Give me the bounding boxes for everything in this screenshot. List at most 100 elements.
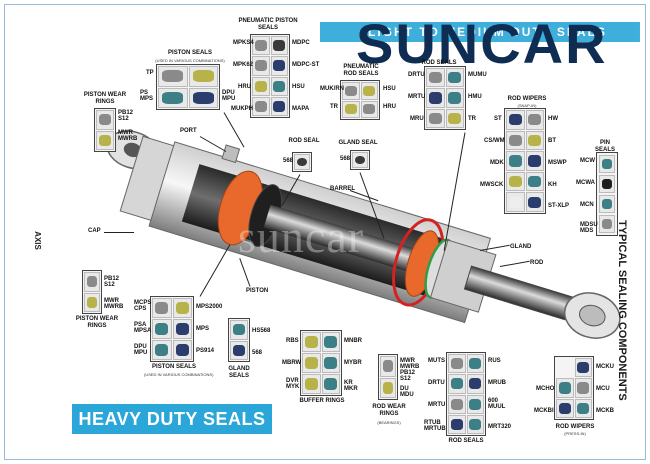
piston-seals-bottom-subtitle: (USED IN VARIOUS COMBINATIONS) xyxy=(144,372,214,377)
seal-label: MNBR xyxy=(344,338,362,344)
seal-swatch xyxy=(466,394,484,414)
seal-label: MPS xyxy=(196,326,210,332)
seal-label: MRTU xyxy=(408,94,426,100)
seal-label: DPU MPU xyxy=(134,344,148,356)
rod-wear-grid xyxy=(378,354,398,400)
seal-swatch xyxy=(506,192,525,212)
seal-label: MCKB xyxy=(596,408,614,414)
seal-label: MCKU xyxy=(596,364,614,370)
seal-swatch xyxy=(302,332,321,352)
callout-gland: GLAND xyxy=(510,244,532,250)
seal-swatch xyxy=(230,340,248,360)
seal-label: HSU xyxy=(383,86,396,92)
seal-swatch xyxy=(96,130,114,150)
seal-label: PS914 xyxy=(196,348,215,354)
seal-swatch xyxy=(270,96,288,116)
gland-seals-title: GLAND SEALS xyxy=(228,366,250,379)
seal-label: BT xyxy=(548,138,556,144)
seal-label: TP xyxy=(146,70,154,76)
rod-seals-bottom-title: ROD SEALS xyxy=(448,438,484,444)
piston-seals-top-grid xyxy=(156,64,220,110)
seal-label: RBS xyxy=(286,338,299,344)
wear-bottom-grid xyxy=(82,270,102,314)
seal-label: MCPS CPS xyxy=(134,300,152,312)
piston-seals-bottom-title: PISTON SEALS xyxy=(152,364,196,370)
seal-swatch xyxy=(506,151,525,171)
seal-label: MRUB xyxy=(488,380,506,386)
pneumatic-rod-seals-title: PNEUMATIC ROD SEALS xyxy=(343,64,379,77)
seal-swatch xyxy=(230,320,248,340)
seal-swatch xyxy=(466,354,484,374)
seal-swatch xyxy=(599,195,615,213)
callout-cap: CAP xyxy=(88,228,101,234)
seal-label: MPS2000 xyxy=(196,304,223,310)
seal-label: DU MDU xyxy=(400,386,414,398)
seal-swatch xyxy=(270,76,288,96)
axis-label: AXIS xyxy=(32,231,42,250)
seal-label: DPU MPU xyxy=(222,90,236,102)
callout-barrel: BARREL xyxy=(330,186,355,192)
seal-swatch xyxy=(506,110,525,130)
seal-swatch xyxy=(445,108,464,128)
seal-swatch xyxy=(188,66,218,87)
seal-swatch xyxy=(84,272,100,292)
seal-label: PS MPS xyxy=(140,90,154,102)
rod-seal-small-grid xyxy=(292,152,312,172)
seal-swatch xyxy=(599,215,615,233)
seal-label: MCWA xyxy=(576,180,595,186)
seal-swatch xyxy=(188,87,218,108)
seal-swatch xyxy=(252,56,270,76)
seal-label: DVR MYK xyxy=(286,378,300,390)
seal-swatch xyxy=(321,332,340,352)
seal-swatch xyxy=(352,152,368,168)
seal-swatch xyxy=(252,96,270,116)
seal-swatch xyxy=(360,82,378,100)
seal-label: TR xyxy=(468,116,476,122)
seal-swatch xyxy=(152,340,172,360)
seal-label: MWR MWRB xyxy=(118,130,138,142)
seal-swatch xyxy=(466,374,484,394)
seal-label: 568 xyxy=(252,350,263,356)
seal-label: MCW xyxy=(580,158,595,164)
piston-wear-rings-bottom-title: PISTON WEAR RINGS xyxy=(75,316,119,329)
seal-label: MDK xyxy=(490,160,504,166)
gland-seals-grid xyxy=(228,318,250,362)
seal-swatch xyxy=(525,192,544,212)
seal-swatch xyxy=(152,298,172,318)
seal-label: RUS xyxy=(488,358,501,364)
heavy-duty-banner: HEAVY DUTY SEALS xyxy=(72,404,272,434)
seal-swatch xyxy=(445,88,464,108)
seal-swatch xyxy=(342,82,360,100)
seal-label: ST-XLP xyxy=(548,203,570,209)
port-fitting xyxy=(221,144,241,164)
seal-label: MCKBI xyxy=(534,408,554,414)
seal-swatch xyxy=(172,319,192,339)
seal-swatch xyxy=(172,298,192,318)
piston-wear-rings-top-title: PISTON WEAR RINGS xyxy=(83,92,127,105)
seal-swatch xyxy=(599,175,615,193)
seal-swatch xyxy=(426,108,445,128)
watermark: suncar xyxy=(238,211,365,262)
seal-label: HSU xyxy=(292,84,305,90)
callout-port: PORT xyxy=(180,128,197,134)
seal-label: MDPC xyxy=(292,40,310,46)
pneumatic-rod-grid xyxy=(340,80,380,120)
callout-rod: ROD xyxy=(530,260,544,266)
seal-swatch xyxy=(448,354,466,374)
seal-swatch xyxy=(84,292,100,312)
seal-label: MWSCK xyxy=(480,182,504,188)
seal-label: MBRW xyxy=(282,360,302,366)
seal-swatch xyxy=(599,155,615,173)
seal-label: PSA MPSA xyxy=(134,322,152,334)
seal-swatch xyxy=(172,340,192,360)
seal-label: MUTS xyxy=(428,358,445,364)
seal-swatch xyxy=(525,151,544,171)
page-border xyxy=(4,4,646,460)
suncar-logo: SUNCAR xyxy=(356,12,608,75)
seal-label: MDSU MDS xyxy=(580,222,598,234)
rod-wear-rings-title: ROD WEAR RINGS xyxy=(372,404,406,417)
seal-swatch xyxy=(152,319,172,339)
seal-swatch xyxy=(574,378,592,398)
seal-swatch xyxy=(302,374,321,394)
